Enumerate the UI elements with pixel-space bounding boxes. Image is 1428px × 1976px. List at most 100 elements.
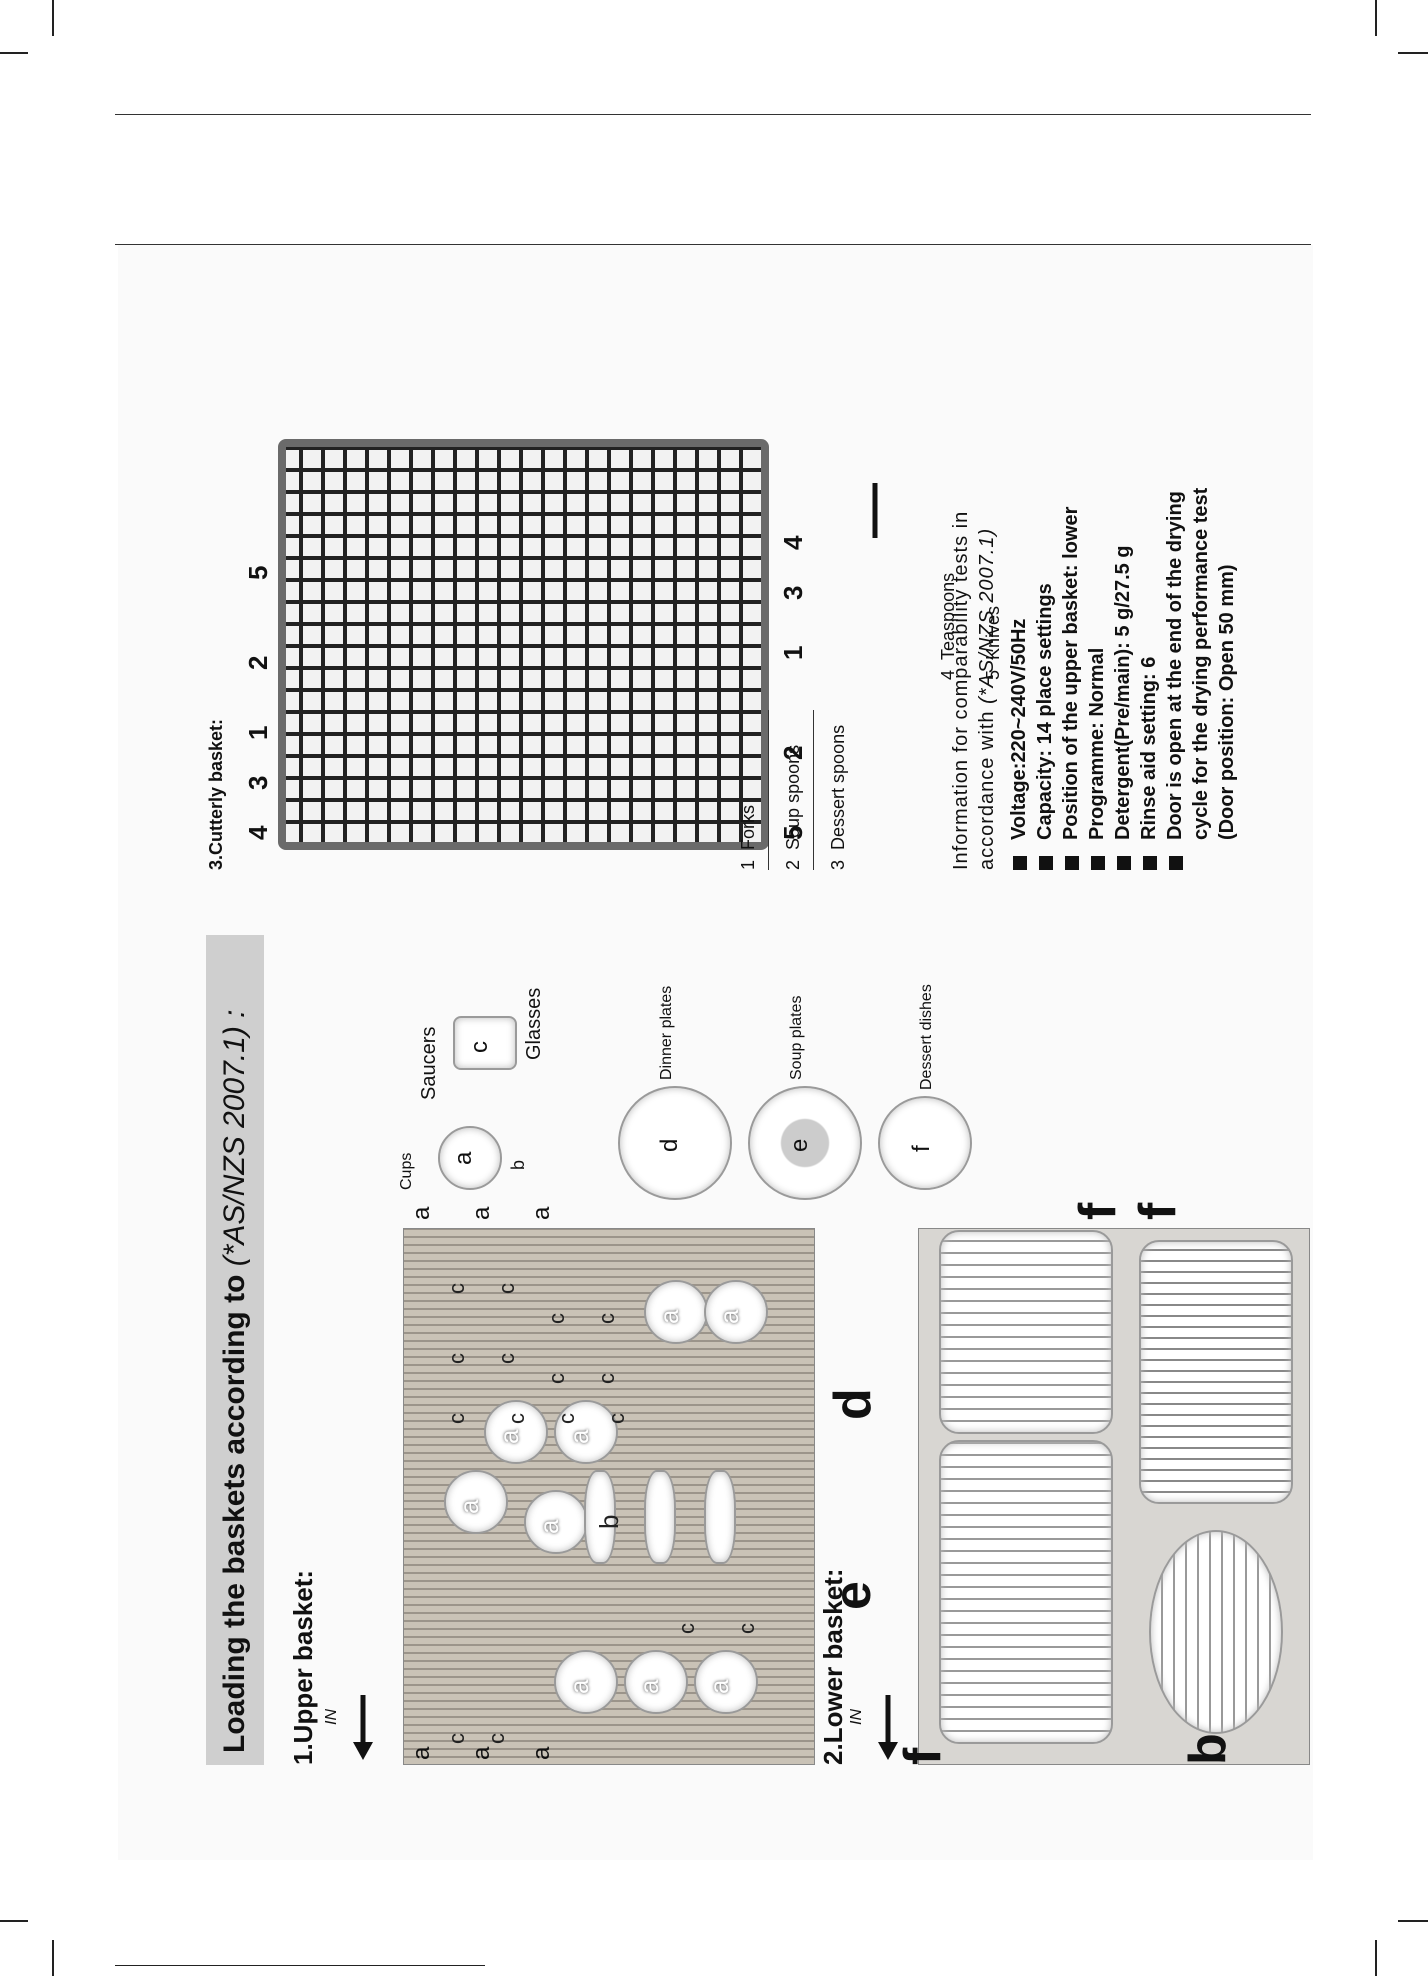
info-item: Position of the upper basket: lower [1058, 250, 1084, 870]
label-f: f [894, 1747, 952, 1765]
marker-2: 2 [243, 655, 273, 670]
side-label: a [468, 1746, 495, 1760]
glass-label: c [494, 1283, 519, 1294]
glass-label: c [444, 1733, 469, 1744]
glass-label: c [594, 1313, 619, 1324]
info-intro-2: accordance with (*AS/NZS 2007.1) [976, 527, 998, 870]
saucer [704, 1470, 736, 1564]
cutlery-legend: 1 Forks 2 Soup spoons 3 Dessert spoons [718, 620, 938, 870]
cup-label: a [454, 1499, 484, 1514]
label-d: d [824, 1388, 882, 1420]
legend-divider [813, 710, 814, 870]
crop-mark [1375, 1940, 1377, 1976]
legend-letter-d: d [656, 1138, 683, 1152]
glass-label: c [674, 1623, 699, 1634]
info-item: Detergent(Pre/main): 5 g/27.5 g [1110, 250, 1136, 870]
legend-soup-plates: Soup plates [788, 995, 805, 1080]
glass-label: c [544, 1313, 569, 1324]
legend-glasses: Glasses [523, 987, 545, 1060]
in-arrow-cutlery [872, 483, 878, 538]
crop-mark [1375, 0, 1377, 36]
crop-mark [0, 52, 28, 54]
marker-1: 1 [243, 725, 273, 740]
legend-forks: 1 Forks [738, 804, 758, 870]
glass-label: c [484, 1733, 509, 1744]
plate-stack-dinner [939, 1230, 1113, 1434]
item-legend: a b Cups Saucers c Glasses d Dinner plat… [358, 920, 1008, 1220]
legend-letter-c: c [466, 1041, 493, 1053]
legend-letter-f: f [908, 1145, 935, 1152]
dessert-dish-image [878, 1096, 972, 1190]
test-information: Information for comparability tests in a… [948, 250, 1240, 870]
info-intro: Information for comparability tests in [950, 510, 972, 870]
marker-4: 4 [778, 535, 808, 550]
label-b: b [1179, 1733, 1237, 1765]
info-item: Programme: Normal [1084, 250, 1110, 870]
in-label-lower: IN [848, 1709, 865, 1725]
legend-cups: Cups [398, 1152, 415, 1190]
top-rule [115, 114, 1311, 115]
cup-label: a [564, 1429, 594, 1444]
info-item-cont: cycle for the drying performance test [1190, 487, 1212, 840]
glass-label: c [554, 1413, 579, 1424]
title-standard-ref: (*AS/NZS 2007.1) : [218, 1009, 251, 1267]
glass-label: c [544, 1373, 569, 1384]
saucer-stack [1149, 1530, 1283, 1734]
glass-label: c [594, 1373, 619, 1384]
in-arrow-lower [878, 1695, 898, 1760]
side-label: a [528, 1746, 555, 1760]
glass-label: c [504, 1413, 529, 1424]
info-item: Door is open at the end of the drying [1162, 250, 1188, 870]
glass-label: c [444, 1353, 469, 1364]
saucer [644, 1470, 676, 1564]
saucer-label: b [594, 1514, 624, 1529]
title-text: Loading the baskets according to [218, 1274, 251, 1753]
crop-mark [52, 0, 54, 36]
glass-label: c [444, 1283, 469, 1294]
header-rule [115, 244, 1311, 245]
rotated-content: Loading the baskets according to (*AS/NZ… [118, 245, 1313, 1860]
cutlery-rack [278, 439, 769, 850]
in-label-upper: IN [323, 1709, 340, 1725]
info-item: Voltage:220~240V/50Hz [1006, 250, 1032, 870]
marker-4: 4 [243, 825, 273, 840]
cup-label: a [564, 1679, 594, 1694]
legend-letter-a: a [450, 1151, 477, 1165]
upper-basket-photo: a a a a a a a a a b c c c c c c c c c c … [403, 1228, 815, 1765]
info-item-cont: (Door position: Open 50 mm) [1216, 564, 1238, 840]
legend-dessert-dishes: Dessert dishes [918, 984, 935, 1090]
legend-soup-spoons: 2 Soup spoons [783, 744, 803, 870]
cup-label: a [654, 1309, 684, 1324]
crop-mark [52, 1940, 54, 1976]
cup-label: a [534, 1519, 564, 1534]
info-item: Rinse aid setting: 6 [1136, 250, 1162, 870]
cup-label: a [494, 1429, 524, 1444]
cup-label: a [704, 1679, 734, 1694]
legend-saucers: Saucers [418, 1026, 440, 1100]
glass-label: c [604, 1413, 629, 1424]
page-title: Loading the baskets according to (*AS/NZ… [206, 935, 264, 1765]
plate-stack-soup [939, 1440, 1113, 1744]
glass-label: c [734, 1623, 759, 1634]
legend-letter-e: e [786, 1138, 813, 1152]
marker-5: 5 [243, 565, 273, 580]
legend-divider [768, 710, 769, 870]
cutlery-left-markers: 4 3 1 2 5 [218, 450, 278, 850]
label-e: e [824, 1581, 882, 1610]
legend-dinner-plates: Dinner plates [658, 985, 675, 1080]
in-arrow-upper [353, 1695, 373, 1760]
legend-dessert-spoons: 3 Dessert spoons [828, 724, 848, 870]
crop-mark [1398, 52, 1428, 54]
bottom-rule [115, 1965, 485, 1966]
lower-basket-photo [918, 1228, 1310, 1765]
marker-3: 3 [778, 585, 808, 600]
label-f: f [1129, 1202, 1187, 1220]
info-list: Voltage:220~240V/50Hz Capacity: 14 place… [1006, 250, 1240, 870]
plate-stack-dessert [1139, 1240, 1293, 1504]
crop-mark [0, 1920, 28, 1922]
glass-label: c [444, 1413, 469, 1424]
crop-mark [1398, 1920, 1428, 1922]
side-label: a [408, 1746, 435, 1760]
cup-label: a [634, 1679, 664, 1694]
upper-basket-heading: 1.Upper basket: [288, 1569, 318, 1765]
